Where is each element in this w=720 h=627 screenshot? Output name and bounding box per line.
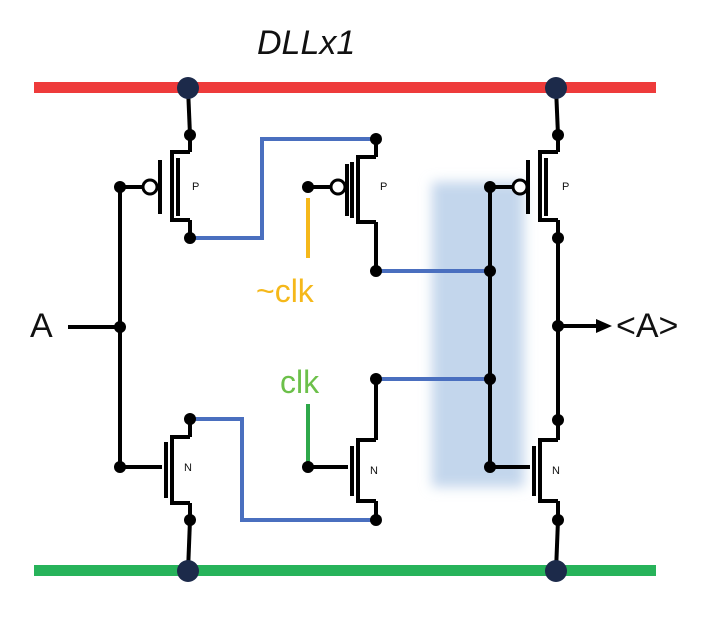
gate-plates (157, 160, 530, 216)
transistor-label-n1: N (184, 462, 192, 474)
bubble-p1 (141, 178, 159, 196)
transistor-label-n2: N (370, 465, 378, 477)
transistor-label-p1: P (192, 181, 200, 193)
gnd-node-1 (177, 560, 199, 582)
output-label: <A> (616, 307, 679, 345)
gnd-rail (34, 565, 656, 576)
clock-inv-label: ~clk (256, 273, 314, 309)
vdd-node-1 (177, 77, 199, 99)
wire-n1-to-n2 (188, 417, 378, 522)
diagram-title: DLLx1 (257, 24, 356, 62)
bubble-p2 (329, 178, 347, 196)
output-stage-highlight (432, 182, 524, 487)
vdd-node-2 (545, 77, 567, 99)
wire-p1-to-p2 (188, 137, 378, 240)
crossover-wires (188, 137, 492, 522)
bubble-p3 (511, 178, 529, 196)
gnd-node-2 (545, 560, 567, 582)
clock-label: clk (280, 364, 320, 400)
output-arrow-icon (596, 319, 612, 333)
junction-dots (114, 129, 564, 526)
transistor-label-p2: P (380, 181, 388, 193)
transistor-label-p3: P (562, 181, 570, 193)
transistor-label-n3: N (552, 465, 560, 477)
input-label: A (30, 307, 53, 345)
vdd-rail (34, 82, 656, 93)
rail-nodes (177, 77, 567, 582)
